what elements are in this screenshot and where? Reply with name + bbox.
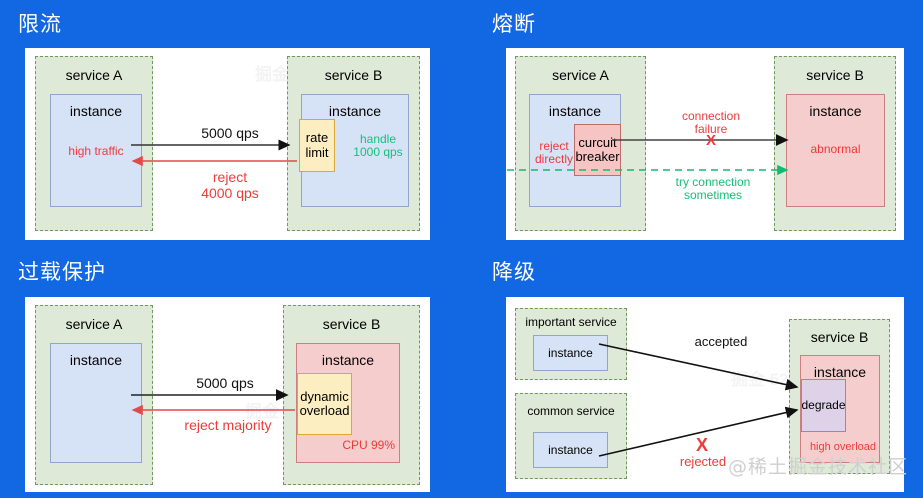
title-degradation: 降级	[492, 261, 536, 284]
arrows-overload-protection	[131, 389, 295, 416]
dynamic-overload-box: dynamic overload	[297, 373, 352, 435]
service-a-instance-note: high traffic	[68, 144, 124, 158]
cb-service-a-instance-label: instance	[548, 103, 602, 119]
label-accepted: accepted	[694, 334, 748, 349]
common-service-instance-label: instance	[548, 443, 593, 457]
panel-overload-protection: 掘金 52 service A instance service B insta…	[25, 297, 430, 492]
cb-service-b-instance-label: instance	[809, 103, 862, 119]
important-service-instance: instance	[533, 335, 608, 371]
title-rate-limiting: 限流	[18, 13, 62, 36]
service-b-label: service B	[324, 67, 383, 83]
label-try-connection: try connection sometimes	[675, 175, 751, 203]
cb-service-b-label: service B	[806, 67, 864, 83]
panel-degradation: 掘金 52 important service instance common …	[506, 297, 907, 492]
op-service-b-label: service B	[322, 316, 381, 332]
common-service-box: common service instance	[515, 393, 627, 479]
rate-limit-box: rate limit	[299, 119, 335, 172]
service-b-box: service B instance handle 1000 qps rate …	[287, 56, 420, 231]
op-service-b-instance-label: instance	[321, 352, 375, 368]
service-b-instance-label: instance	[328, 103, 382, 119]
label-connection-failure: connection failure	[681, 109, 741, 137]
cb-service-b-box: service B instance abnormal	[774, 56, 896, 231]
op-service-a-label: service A	[65, 316, 123, 332]
op-cpu-note: CPU 99%	[342, 438, 395, 452]
cb-service-a-box: service A instance reject directly curcu…	[515, 56, 646, 231]
cb-abnormal-note: abnormal	[810, 142, 861, 156]
service-b-handle-note: handle 1000 qps	[353, 132, 403, 160]
panel-circuit-breaking: service A instance reject directly curcu…	[506, 48, 904, 240]
op-service-a-instance: instance	[50, 343, 142, 463]
service-a-instance: instance high traffic	[50, 94, 142, 207]
service-a-box: service A instance high traffic	[35, 56, 153, 231]
circuit-breaker-box: curcuit breaker	[574, 124, 621, 176]
cb-service-b-instance: instance abnormal	[786, 94, 885, 207]
cb-reject-directly-note: reject directly	[534, 139, 573, 167]
important-service-instance-label: instance	[548, 346, 593, 360]
important-service-box: important service instance	[515, 308, 627, 380]
op-service-a-box: service A instance	[35, 305, 153, 485]
arrows-circuit-breaking	[507, 134, 789, 176]
op-service-b-box: service B instance CPU 99% dynamic overl…	[283, 305, 420, 485]
label-reject-4000-qps: reject 4000 qps	[201, 169, 259, 201]
panel-rate-limiting: 掘金 52 service A instance high traffic se…	[25, 48, 430, 240]
x-marker-connection: X	[705, 132, 716, 149]
common-service-label: common service	[527, 404, 615, 418]
title-circuit-breaking: 熔断	[492, 13, 536, 36]
label-reject-majority: reject majority	[184, 417, 272, 433]
dg-service-b-instance-label: instance	[813, 364, 867, 380]
bottom-bar	[0, 492, 923, 498]
service-a-instance-label: instance	[69, 103, 123, 119]
cb-service-a-label: service A	[552, 67, 609, 83]
title-overload-protection: 过载保护	[18, 261, 106, 284]
arrows-degradation	[598, 343, 799, 457]
label-op-5000-qps: 5000 qps	[196, 375, 254, 391]
x-marker-rejected: X	[695, 435, 708, 455]
dg-high-overload-note: high overload	[809, 441, 876, 453]
degrade-box: degrade	[801, 379, 846, 432]
service-a-label: service A	[65, 67, 123, 83]
label-5000-qps: 5000 qps	[201, 125, 259, 141]
label-rejected: rejected	[679, 454, 727, 469]
important-service-label: important service	[525, 315, 617, 329]
dg-service-b-label: service B	[810, 329, 869, 345]
common-service-instance: instance	[533, 432, 608, 468]
dg-service-b-box: service B instance high overload degrade	[789, 319, 890, 474]
watermark: @稀土掘金技术社区	[728, 456, 909, 478]
op-service-a-instance-label: instance	[69, 352, 123, 368]
arrows-rate-limiting	[131, 139, 297, 167]
